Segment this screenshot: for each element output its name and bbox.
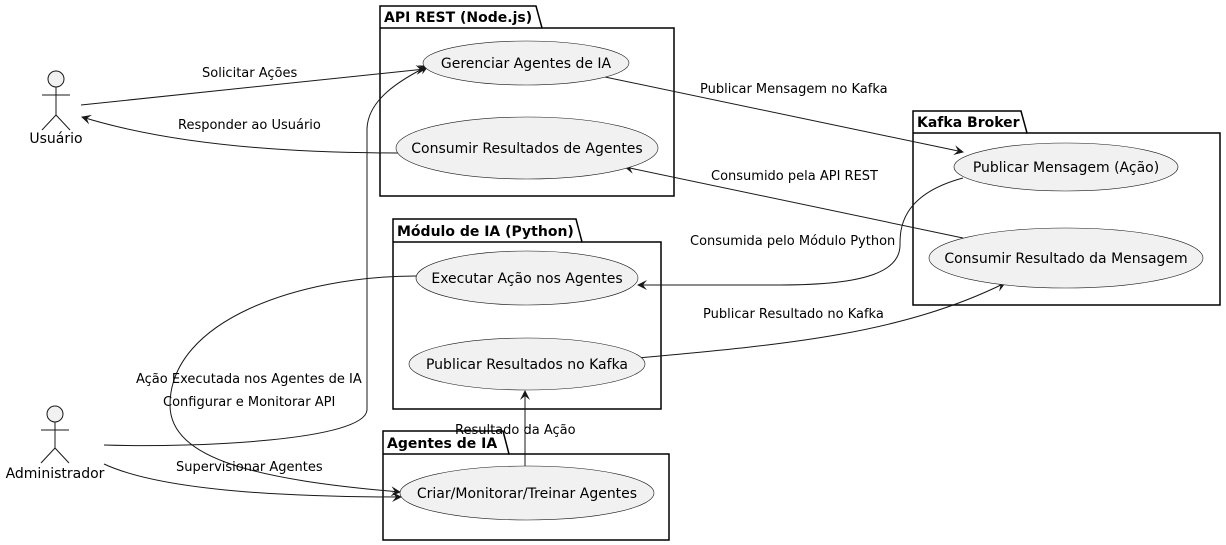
use-case-label: Executar Ação nos Agentes — [431, 271, 622, 287]
use-case-publicar-mensagem[interactable]: Publicar Mensagem (Ação) — [953, 142, 1179, 192]
package-title-api: API REST (Node.js) — [384, 10, 532, 26]
use-case-gerenciar[interactable]: Gerenciar Agentes de IA — [422, 40, 630, 86]
label-publicar-resultado: Publicar Resultado no Kafka — [703, 307, 884, 322]
actor-administrador[interactable]: Administrador — [6, 405, 105, 482]
actor-label-administrador: Administrador — [6, 466, 105, 482]
label-supervisionar: Supervisionar Agentes — [176, 460, 323, 475]
label-consumido-api: Consumido pela API REST — [711, 169, 878, 184]
use-case-label: Consumir Resultado da Mensagem — [944, 251, 1187, 267]
label-solicitar: Solicitar Ações — [202, 66, 297, 81]
actor-label-usuario: Usuário — [29, 131, 82, 147]
use-case-executar-acao[interactable]: Executar Ação nos Agentes — [415, 250, 639, 306]
label-consumida-modulo: Consumida pelo Módulo Python — [690, 234, 895, 249]
edge-acao-executada — [169, 275, 417, 497]
edge-publicar-mensagem-kafka — [604, 76, 964, 156]
edge-publicar-resultado — [637, 282, 1006, 359]
edge-consumido-api — [624, 163, 964, 239]
package-title-kafka: Kafka Broker — [917, 115, 1020, 131]
label-acao-executada: Ação Executada nos Agentes de IA — [136, 372, 362, 387]
use-case-label: Gerenciar Agentes de IA — [441, 56, 612, 72]
use-case-label: Publicar Resultados no Kafka — [426, 357, 628, 373]
edge-responder-usuario — [81, 114, 399, 154]
label-resultado-acao: Resultado da Ação — [455, 423, 576, 438]
actor-usuario[interactable]: Usuário — [29, 70, 83, 147]
edges — [80, 64, 1006, 502]
label-responder: Responder ao Usuário — [178, 118, 321, 133]
package-title-agentes: Agentes de IA — [387, 436, 497, 452]
use-case-label: Publicar Mensagem (Ação) — [973, 160, 1159, 176]
use-case-consumir-resultado-mensagem[interactable]: Consumir Resultado da Mensagem — [928, 227, 1204, 289]
use-case-consumir-resultados[interactable]: Consumir Resultados de Agentes — [395, 116, 659, 180]
label-configurar: Configurar e Monitorar API — [163, 395, 335, 410]
use-case-label: Consumir Resultados de Agentes — [411, 141, 642, 157]
label-publicar-kafka: Publicar Mensagem no Kafka — [700, 82, 888, 97]
package-title-ia: Módulo de IA (Python) — [397, 224, 574, 240]
use-case-publicar-resultados[interactable]: Publicar Resultados no Kafka — [408, 337, 646, 391]
use-case-label: Criar/Monitorar/Treinar Agentes — [417, 486, 637, 502]
edge-labels: Solicitar Ações Responder ao Usuário Pub… — [136, 66, 895, 475]
edge-solicitar-acoes — [80, 64, 426, 106]
edge-configurar-api — [103, 65, 429, 447]
edge-supervisionar — [103, 463, 402, 502]
edge-consumida-modulo — [637, 177, 964, 290]
use-case-criar-monitorar[interactable]: Criar/Monitorar/Treinar Agentes — [399, 465, 655, 521]
